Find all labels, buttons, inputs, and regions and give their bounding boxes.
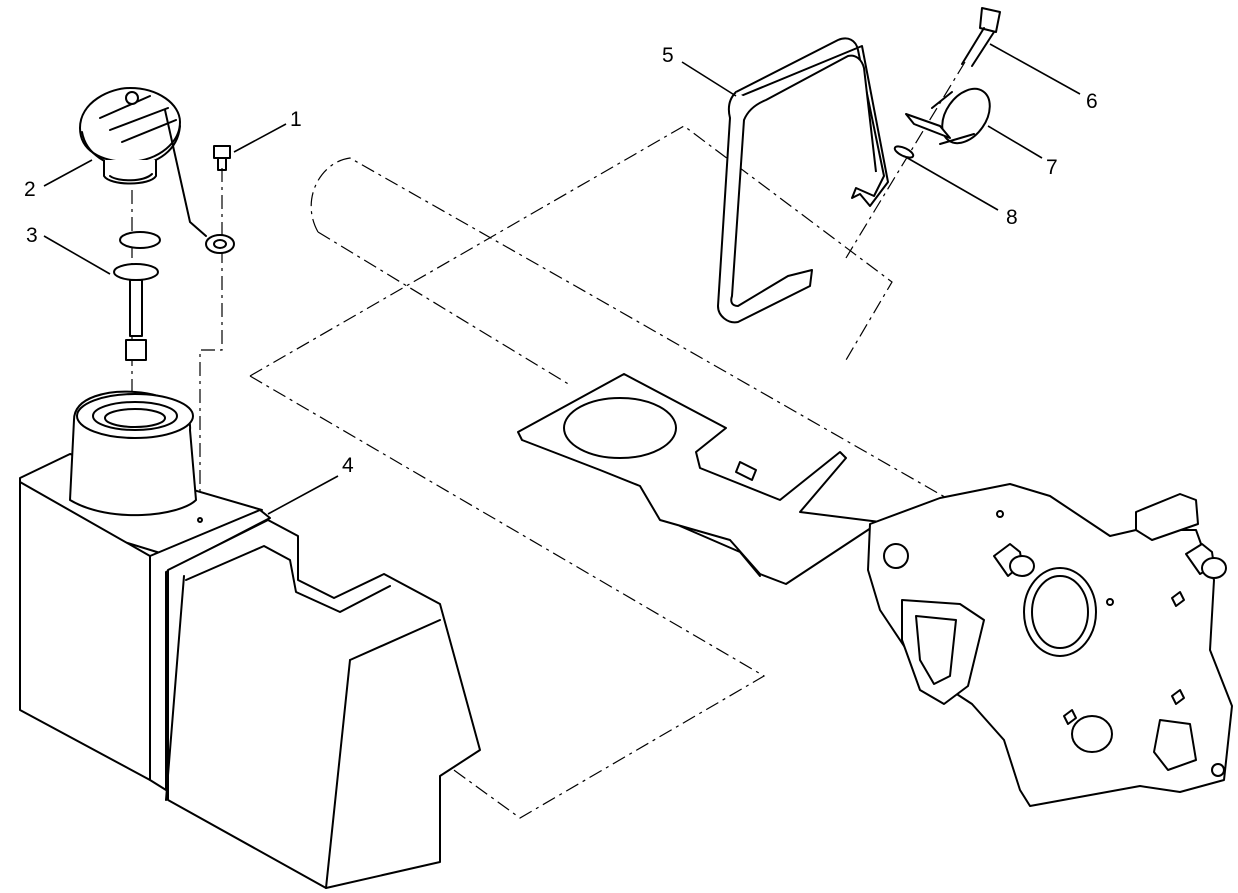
tank-mount-plate <box>517 373 881 585</box>
spacer-sleeve <box>905 87 991 145</box>
assembly-dash-lines <box>131 61 966 819</box>
callout-2: 2 <box>24 178 36 201</box>
callout-8: 8 <box>1006 206 1018 229</box>
leader-lines <box>43 43 1081 515</box>
callout-1: 1 <box>290 108 302 131</box>
callout-5: 5 <box>662 44 674 67</box>
bolt <box>961 7 1001 67</box>
fuel-tank <box>19 390 481 889</box>
callout-labels: 1 2 3 4 5 6 7 8 <box>24 44 1098 477</box>
frame-side-plate <box>867 483 1233 807</box>
washer <box>893 145 915 159</box>
callout-6: 6 <box>1086 90 1098 113</box>
callout-3: 3 <box>26 224 38 247</box>
bracket-loop <box>717 37 889 324</box>
callout-4: 4 <box>342 454 354 477</box>
callout-7: 7 <box>1046 156 1058 179</box>
gauge-vent <box>113 231 161 361</box>
screw <box>213 145 231 171</box>
fuel-cap <box>79 87 235 254</box>
